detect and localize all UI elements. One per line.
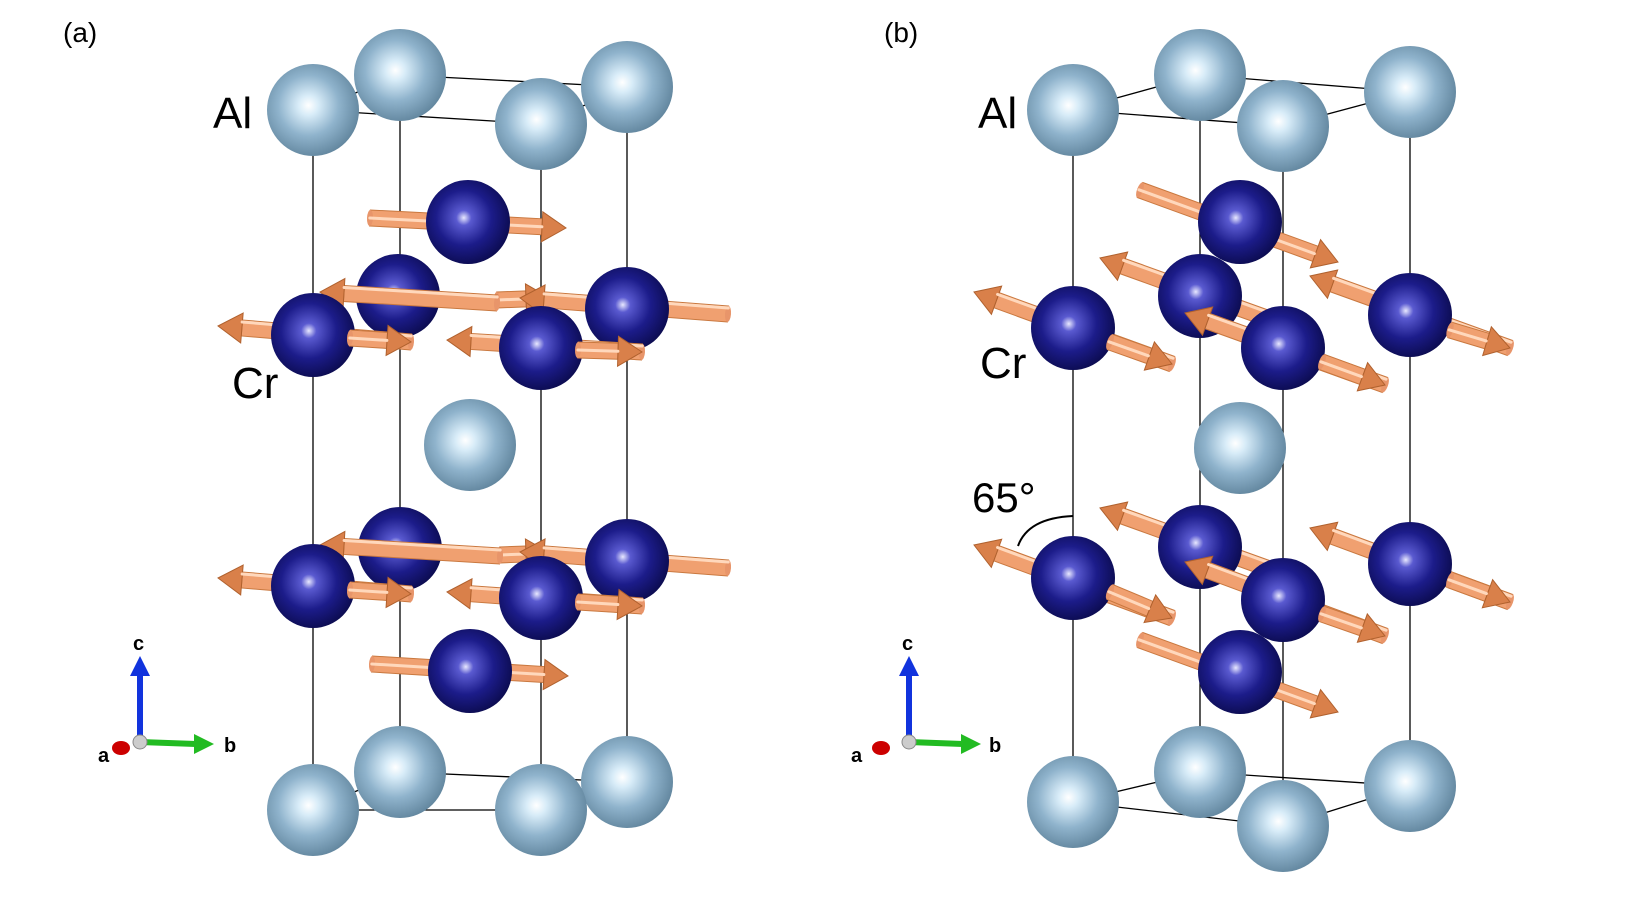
moment-arrow (1318, 353, 1386, 392)
cr-atom (1241, 558, 1325, 642)
cr-atom (1198, 180, 1282, 264)
al-atom (1027, 64, 1119, 156)
panel-b-cr-label: Cr (980, 339, 1026, 388)
moment-arrow (1106, 333, 1173, 371)
al-atom (1364, 46, 1456, 138)
moment-arrow (346, 324, 412, 357)
arrow-highlight (498, 552, 528, 557)
al-atom (354, 29, 446, 121)
cr-atom (585, 267, 669, 351)
cr-atom (1241, 306, 1325, 390)
panel-b-angle-label: 65° (972, 474, 1036, 521)
axis-b-a-label: a (851, 745, 863, 767)
al-atom (495, 78, 587, 170)
cr-atom (1368, 522, 1452, 606)
al-atom (267, 764, 359, 856)
al-atom (1364, 740, 1456, 832)
cr-atom (271, 544, 355, 628)
axis-a-a-label: a (98, 745, 110, 767)
arrow-head (1099, 251, 1129, 282)
panel-a-label: (a) (63, 17, 97, 48)
al-atom (581, 41, 673, 133)
arrow-head (1309, 521, 1339, 552)
arrow-head (973, 285, 1003, 316)
arrow-highlight (1107, 340, 1150, 358)
panel-b (973, 29, 1514, 872)
cr-atom (426, 180, 510, 264)
arrow-highlight (576, 600, 620, 606)
moment-arrow (1446, 571, 1511, 609)
arrow-head (1184, 306, 1214, 337)
arrow-head (542, 658, 569, 691)
moment-arrow (346, 576, 412, 609)
arrow-highlight (1319, 612, 1363, 630)
arrow-highlight (1447, 578, 1488, 596)
axis-b-b-label: b (989, 735, 1001, 757)
panel-a-cr-label: Cr (232, 359, 278, 408)
axis-triad-b: c a b (851, 633, 1001, 767)
axis-a-c-label: c (133, 633, 144, 655)
al-atom (1237, 80, 1329, 172)
arrow-head (540, 210, 567, 243)
arrow-highlight (1107, 590, 1151, 610)
axis-b-c-label: c (902, 633, 913, 655)
arrow-head (446, 577, 473, 610)
arrow-highlight (1447, 328, 1488, 343)
arrow-highlight (348, 336, 389, 342)
cr-atom (499, 306, 583, 390)
al-atom (1194, 402, 1286, 494)
al-atom (581, 736, 673, 828)
arrow-head (1099, 501, 1129, 532)
arrow-head (1309, 269, 1339, 300)
arrow-head (217, 564, 244, 596)
moment-arrow (574, 335, 643, 368)
arrow-tail (496, 548, 504, 564)
panel-b-al-label: Al (978, 89, 1017, 138)
cr-atom (271, 293, 355, 377)
al-atom (1237, 780, 1329, 872)
moment-arrow (1318, 605, 1386, 643)
arrow-highlight (342, 538, 502, 552)
arrow-highlight (342, 285, 499, 299)
cr-atom (499, 556, 583, 640)
al-atom (267, 64, 359, 156)
arrow-head (217, 312, 244, 344)
al-atom (1154, 29, 1246, 121)
panel-a-al-label: Al (213, 89, 252, 138)
arrow-tail (724, 560, 732, 576)
cr-atom (1031, 536, 1115, 620)
angle-arc (1017, 515, 1074, 547)
arrow-head (446, 325, 473, 358)
al-atom (1154, 726, 1246, 818)
panel-b-label: (b) (884, 17, 918, 48)
cr-atom (585, 519, 669, 603)
arrow-tail (724, 306, 732, 322)
arrow-head (1184, 555, 1214, 586)
moment-arrow (1446, 321, 1511, 357)
arrow-head (973, 538, 1003, 569)
cr-atom (1368, 273, 1452, 357)
moment-arrow (574, 588, 643, 621)
arrow-highlight (1319, 360, 1363, 379)
al-atom (1027, 756, 1119, 848)
cr-atom (1031, 286, 1115, 370)
al-atom (495, 764, 587, 856)
cr-atom (428, 629, 512, 713)
axis-a-b-label: b (224, 735, 236, 757)
moment-arrow (1105, 583, 1173, 624)
axis-triad-a: c a b (98, 633, 236, 767)
arrow-highlight (348, 588, 389, 594)
arrow-highlight (576, 348, 620, 353)
cr-atom (1198, 630, 1282, 714)
arrow-tail (493, 295, 501, 311)
moment-arrow (319, 277, 501, 312)
panel-a (217, 29, 732, 856)
al-atom (424, 399, 516, 491)
al-atom (354, 726, 446, 818)
